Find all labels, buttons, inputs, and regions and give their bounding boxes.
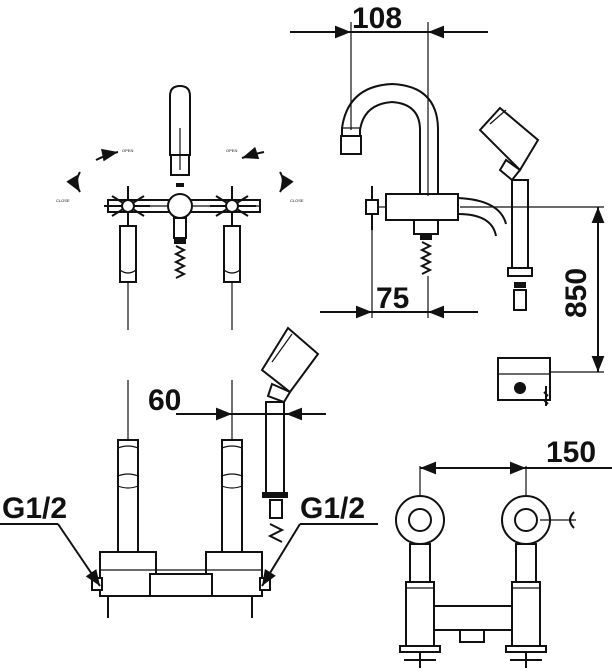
side-view: 108 75 850 (290, 2, 605, 406)
inlet-label-left: G1/2 (2, 492, 67, 525)
dim-850: 850 (560, 268, 593, 318)
open-label-right: OPEN (226, 148, 237, 153)
base-view: 150 (395, 436, 612, 668)
dim-108: 108 (352, 2, 402, 35)
front-view: OPEN OPEN CLOSE CLOSE (56, 84, 304, 330)
wall-view: 60 G1/2 G1/2 (0, 326, 378, 618)
inlet-label-right: G1/2 (300, 492, 365, 525)
dim-150: 150 (546, 436, 596, 469)
dim-60: 60 (148, 384, 181, 417)
dim-75: 75 (376, 282, 409, 315)
close-label-left: CLOSE (56, 198, 70, 203)
close-label-right: CLOSE (290, 198, 304, 203)
open-label-left: OPEN (122, 148, 133, 153)
